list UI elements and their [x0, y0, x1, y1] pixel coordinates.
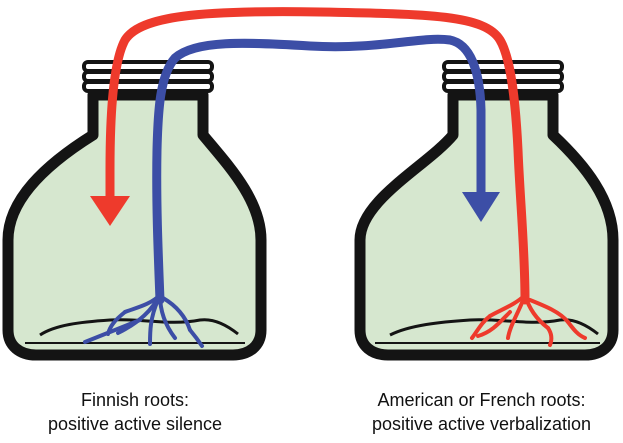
left-bottle-body	[8, 95, 261, 355]
right-bottle-body	[360, 95, 613, 355]
right-bottle-neck-rings	[444, 62, 562, 91]
right-caption: American or French roots: positive activ…	[340, 388, 623, 436]
left-bottle-neck-rings	[84, 62, 212, 91]
left-caption: Finnish roots: positive active silence	[10, 388, 260, 436]
left-caption-line2: positive active silence	[10, 412, 260, 436]
right-caption-line1: American or French roots:	[340, 388, 623, 412]
right-caption-line2: positive active verbalization	[340, 412, 623, 436]
left-bottle	[8, 62, 261, 355]
left-caption-line1: Finnish roots:	[10, 388, 260, 412]
